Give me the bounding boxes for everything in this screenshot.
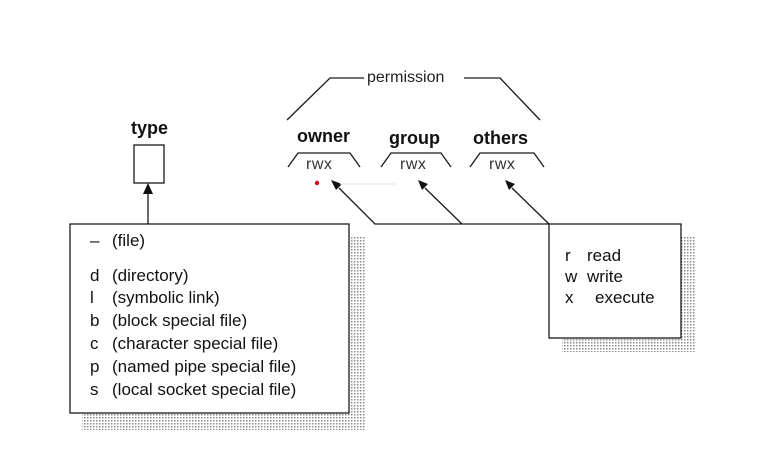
group-rwx: rwx [400,156,427,173]
perm-arrowheads [331,180,515,190]
perm-code: r [565,246,571,265]
type-entry: p (named pipe special file) [90,358,296,375]
group-bracket [380,152,452,168]
column-brackets [287,152,545,168]
type-heading: type [131,118,169,138]
type-box [133,144,165,184]
owner-rwx: rwx [306,156,333,173]
type-desc: (file) [112,231,146,250]
others-bracket [469,152,545,168]
group-heading: group [389,128,440,148]
type-entry: s (local socket special file) [90,381,296,398]
type-entry: b (block special file) [90,312,247,329]
others-heading: others [473,128,529,148]
type-code: l [90,288,94,307]
type-code: s [90,380,99,399]
type-entry: d (directory) [90,267,189,284]
perm-connectors [338,187,550,225]
type-desc: (local socket special file) [112,380,297,399]
perm-desc: read [587,246,622,265]
type-arrow [143,183,153,224]
perm-code: x [565,288,574,307]
type-code: – [90,231,100,250]
owner-bracket [287,152,361,168]
perm-desc: write [587,267,623,286]
type-desc: (block special file) [112,311,248,330]
type-list-box [69,223,350,414]
type-code: p [90,357,100,376]
others-rwx: rwx [489,156,516,173]
type-entry: l (symbolic link) [90,289,220,306]
cursor-dot [314,180,320,186]
type-code: d [90,266,100,285]
permission-brace [286,77,541,121]
perm-list-box [548,223,682,339]
perm-code: w [565,267,578,286]
perm-desc: execute [595,288,655,307]
type-code: b [90,311,100,330]
perm-entry: x execute [565,289,655,306]
type-entry: c (character special file) [90,335,278,352]
type-code: c [90,334,99,353]
permission-label: permission [366,69,446,86]
type-entry: –(file) [90,232,145,249]
type-desc: (directory) [112,266,189,285]
type-desc: (character special file) [112,334,279,353]
owner-heading: owner [297,126,351,146]
type-desc: (named pipe special file) [112,357,297,376]
type-desc: (symbolic link) [112,288,220,307]
